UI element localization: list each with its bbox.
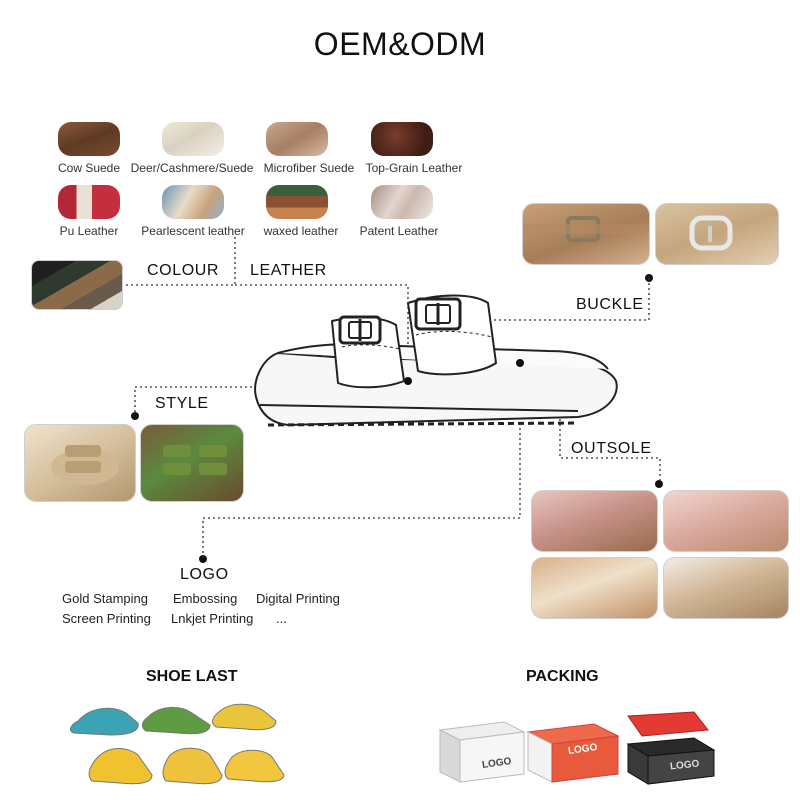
- logo-option: Screen Printing: [62, 611, 151, 626]
- swatch-label: Cow Suede: [57, 161, 121, 175]
- sandal-icon: [51, 445, 119, 485]
- buckle-icon: [523, 216, 649, 242]
- swatch-pu-leather[interactable]: [58, 185, 120, 219]
- style-photo-1[interactable]: [24, 424, 136, 502]
- leather-label: LEATHER: [250, 262, 327, 279]
- packing-label: PACKING: [526, 668, 599, 685]
- swatch-label: Patent Leather: [359, 224, 439, 238]
- swatch-label: Pearlescent leather: [141, 224, 245, 238]
- swatch-label: Top-Grain Leather: [365, 161, 463, 175]
- shoe-last-label: SHOE LAST: [146, 668, 238, 685]
- outsole-photo-2[interactable]: [663, 490, 789, 552]
- buckle-photo-2[interactable]: [655, 203, 779, 265]
- buckle-photo-1[interactable]: [522, 203, 650, 265]
- outsole-dot: [655, 480, 663, 488]
- white-box: [438, 721, 526, 783]
- swatch-microfiber-suede[interactable]: [266, 122, 328, 156]
- swatch-pearlescent-leather[interactable]: [162, 185, 224, 219]
- outsole-photo-3[interactable]: [531, 557, 658, 619]
- logo-option: Gold Stamping: [62, 591, 148, 606]
- swatch-label: Pu Leather: [59, 224, 119, 238]
- logo-option: Lnkjet Printing: [171, 611, 254, 626]
- shoe-last-illustration: [70, 703, 285, 785]
- style-dot: [131, 412, 139, 420]
- swatch-deer-cashmere-suede[interactable]: [162, 122, 224, 156]
- sandal-icon: [163, 445, 227, 475]
- swatch-label: waxed leather: [263, 224, 339, 238]
- buckle-label: BUCKLE: [576, 296, 644, 313]
- packing-illustration: [438, 711, 716, 785]
- sandal-illustration: [254, 294, 618, 427]
- logo-option: Digital Printing: [256, 591, 340, 606]
- red-box: [526, 723, 620, 783]
- outsole-label: OUTSOLE: [571, 440, 652, 457]
- swatch-label: Microfiber Suede: [263, 161, 355, 175]
- buckle-icon: [689, 215, 733, 251]
- page-title: OEM&ODM: [313, 26, 487, 62]
- outsole-photo-1[interactable]: [531, 490, 658, 552]
- logo-dot: [199, 555, 207, 563]
- logo-option: ...: [276, 611, 287, 626]
- swatch-waxed-leather[interactable]: [266, 185, 328, 219]
- style-label: STYLE: [155, 395, 209, 412]
- swatch-label: Deer/Cashmere/Suede: [130, 161, 254, 175]
- style-photo-2[interactable]: [140, 424, 244, 502]
- logo-option: Embossing: [173, 591, 238, 606]
- colour-label: COLOUR: [147, 262, 220, 279]
- colour-swatch[interactable]: [31, 260, 123, 310]
- outsole-photo-4[interactable]: [663, 557, 789, 619]
- swatch-patent-leather[interactable]: [371, 185, 433, 219]
- swatch-cow-suede[interactable]: [58, 122, 120, 156]
- swatch-top-grain-leather[interactable]: [371, 122, 433, 156]
- logo-label: LOGO: [180, 566, 229, 583]
- black-box: [626, 711, 716, 785]
